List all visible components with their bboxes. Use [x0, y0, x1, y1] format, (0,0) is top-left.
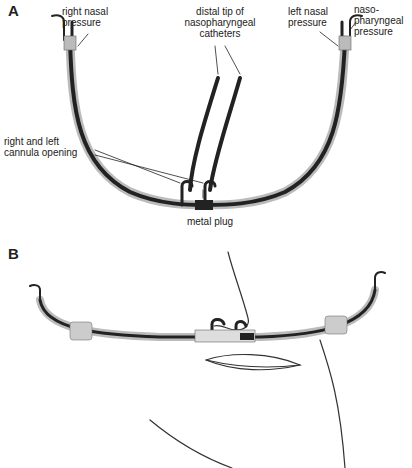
- panel-letter: B: [8, 246, 28, 262]
- part-label: right nasal pressure: [62, 6, 124, 28]
- part-label: metal plug: [180, 216, 240, 227]
- part-label: naso-pharyngeal pressure: [354, 4, 408, 37]
- part-label: left nasal pressure: [288, 6, 338, 28]
- part-label: distal tip of nasopharyngeal catheters: [170, 6, 270, 39]
- panel-letter: A: [8, 3, 28, 19]
- part-label: right and left cannula opening: [4, 136, 96, 158]
